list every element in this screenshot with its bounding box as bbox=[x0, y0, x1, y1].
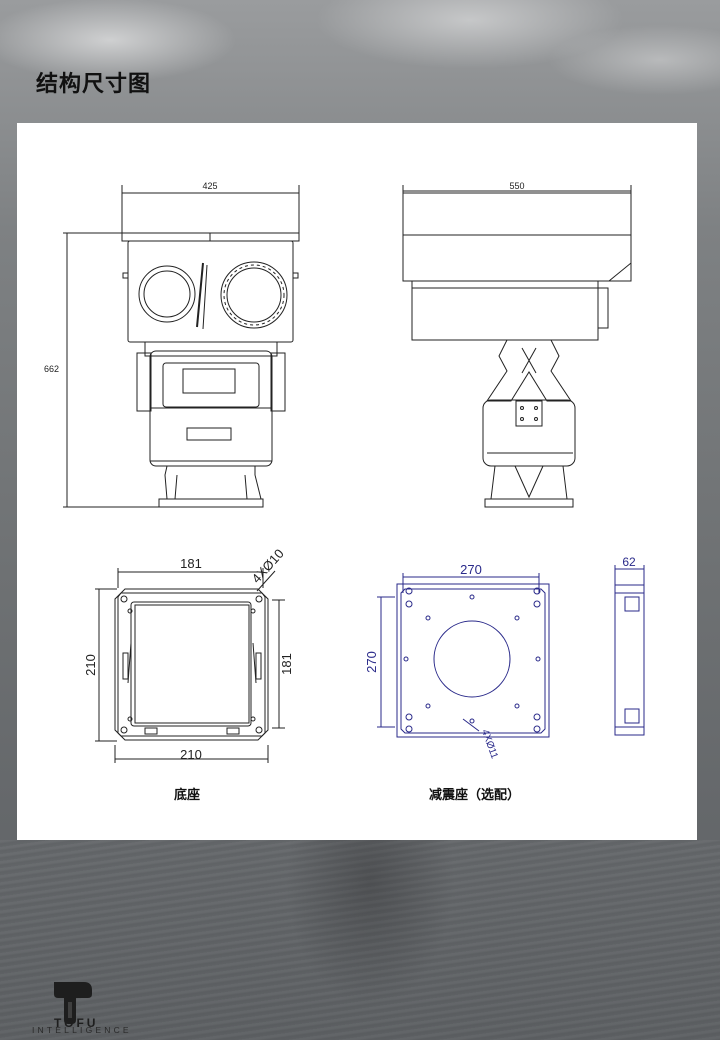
brand-tagline: INTELLIGENCE bbox=[32, 1025, 132, 1035]
technical-drawing: 425 662 bbox=[44, 181, 645, 763]
damper-side-top-dim: 62 bbox=[622, 555, 636, 569]
damper-side-view bbox=[614, 565, 645, 736]
base-hole-note: 4XØ10 bbox=[249, 546, 287, 586]
sea-background bbox=[0, 840, 720, 1040]
base-bottom-dim: 210 bbox=[180, 747, 202, 762]
cloud-sky-background bbox=[0, 0, 720, 130]
page-title: 结构尺寸图 bbox=[36, 72, 152, 97]
tofu-logo-icon bbox=[54, 982, 92, 1024]
damper-left-dim: 270 bbox=[364, 651, 379, 673]
brand-name: TOFU bbox=[54, 1016, 99, 1030]
damper-view bbox=[377, 573, 550, 738]
base-right-dim: 181 bbox=[279, 653, 294, 675]
front-view bbox=[63, 185, 300, 508]
front-height-dim: 662 bbox=[44, 364, 59, 374]
base-left-dim: 210 bbox=[83, 654, 98, 676]
base-top-dim: 181 bbox=[180, 556, 202, 571]
front-width-dim: 425 bbox=[202, 181, 217, 191]
damper-caption: 减震座（选配） bbox=[429, 788, 521, 803]
base-caption: 底座 bbox=[174, 788, 201, 803]
damper-top-dim: 270 bbox=[460, 562, 482, 577]
base-view bbox=[95, 568, 285, 763]
side-view bbox=[402, 185, 632, 508]
side-width-dim: 550 bbox=[509, 181, 524, 191]
drawing-panel: 425 662 bbox=[17, 123, 697, 840]
